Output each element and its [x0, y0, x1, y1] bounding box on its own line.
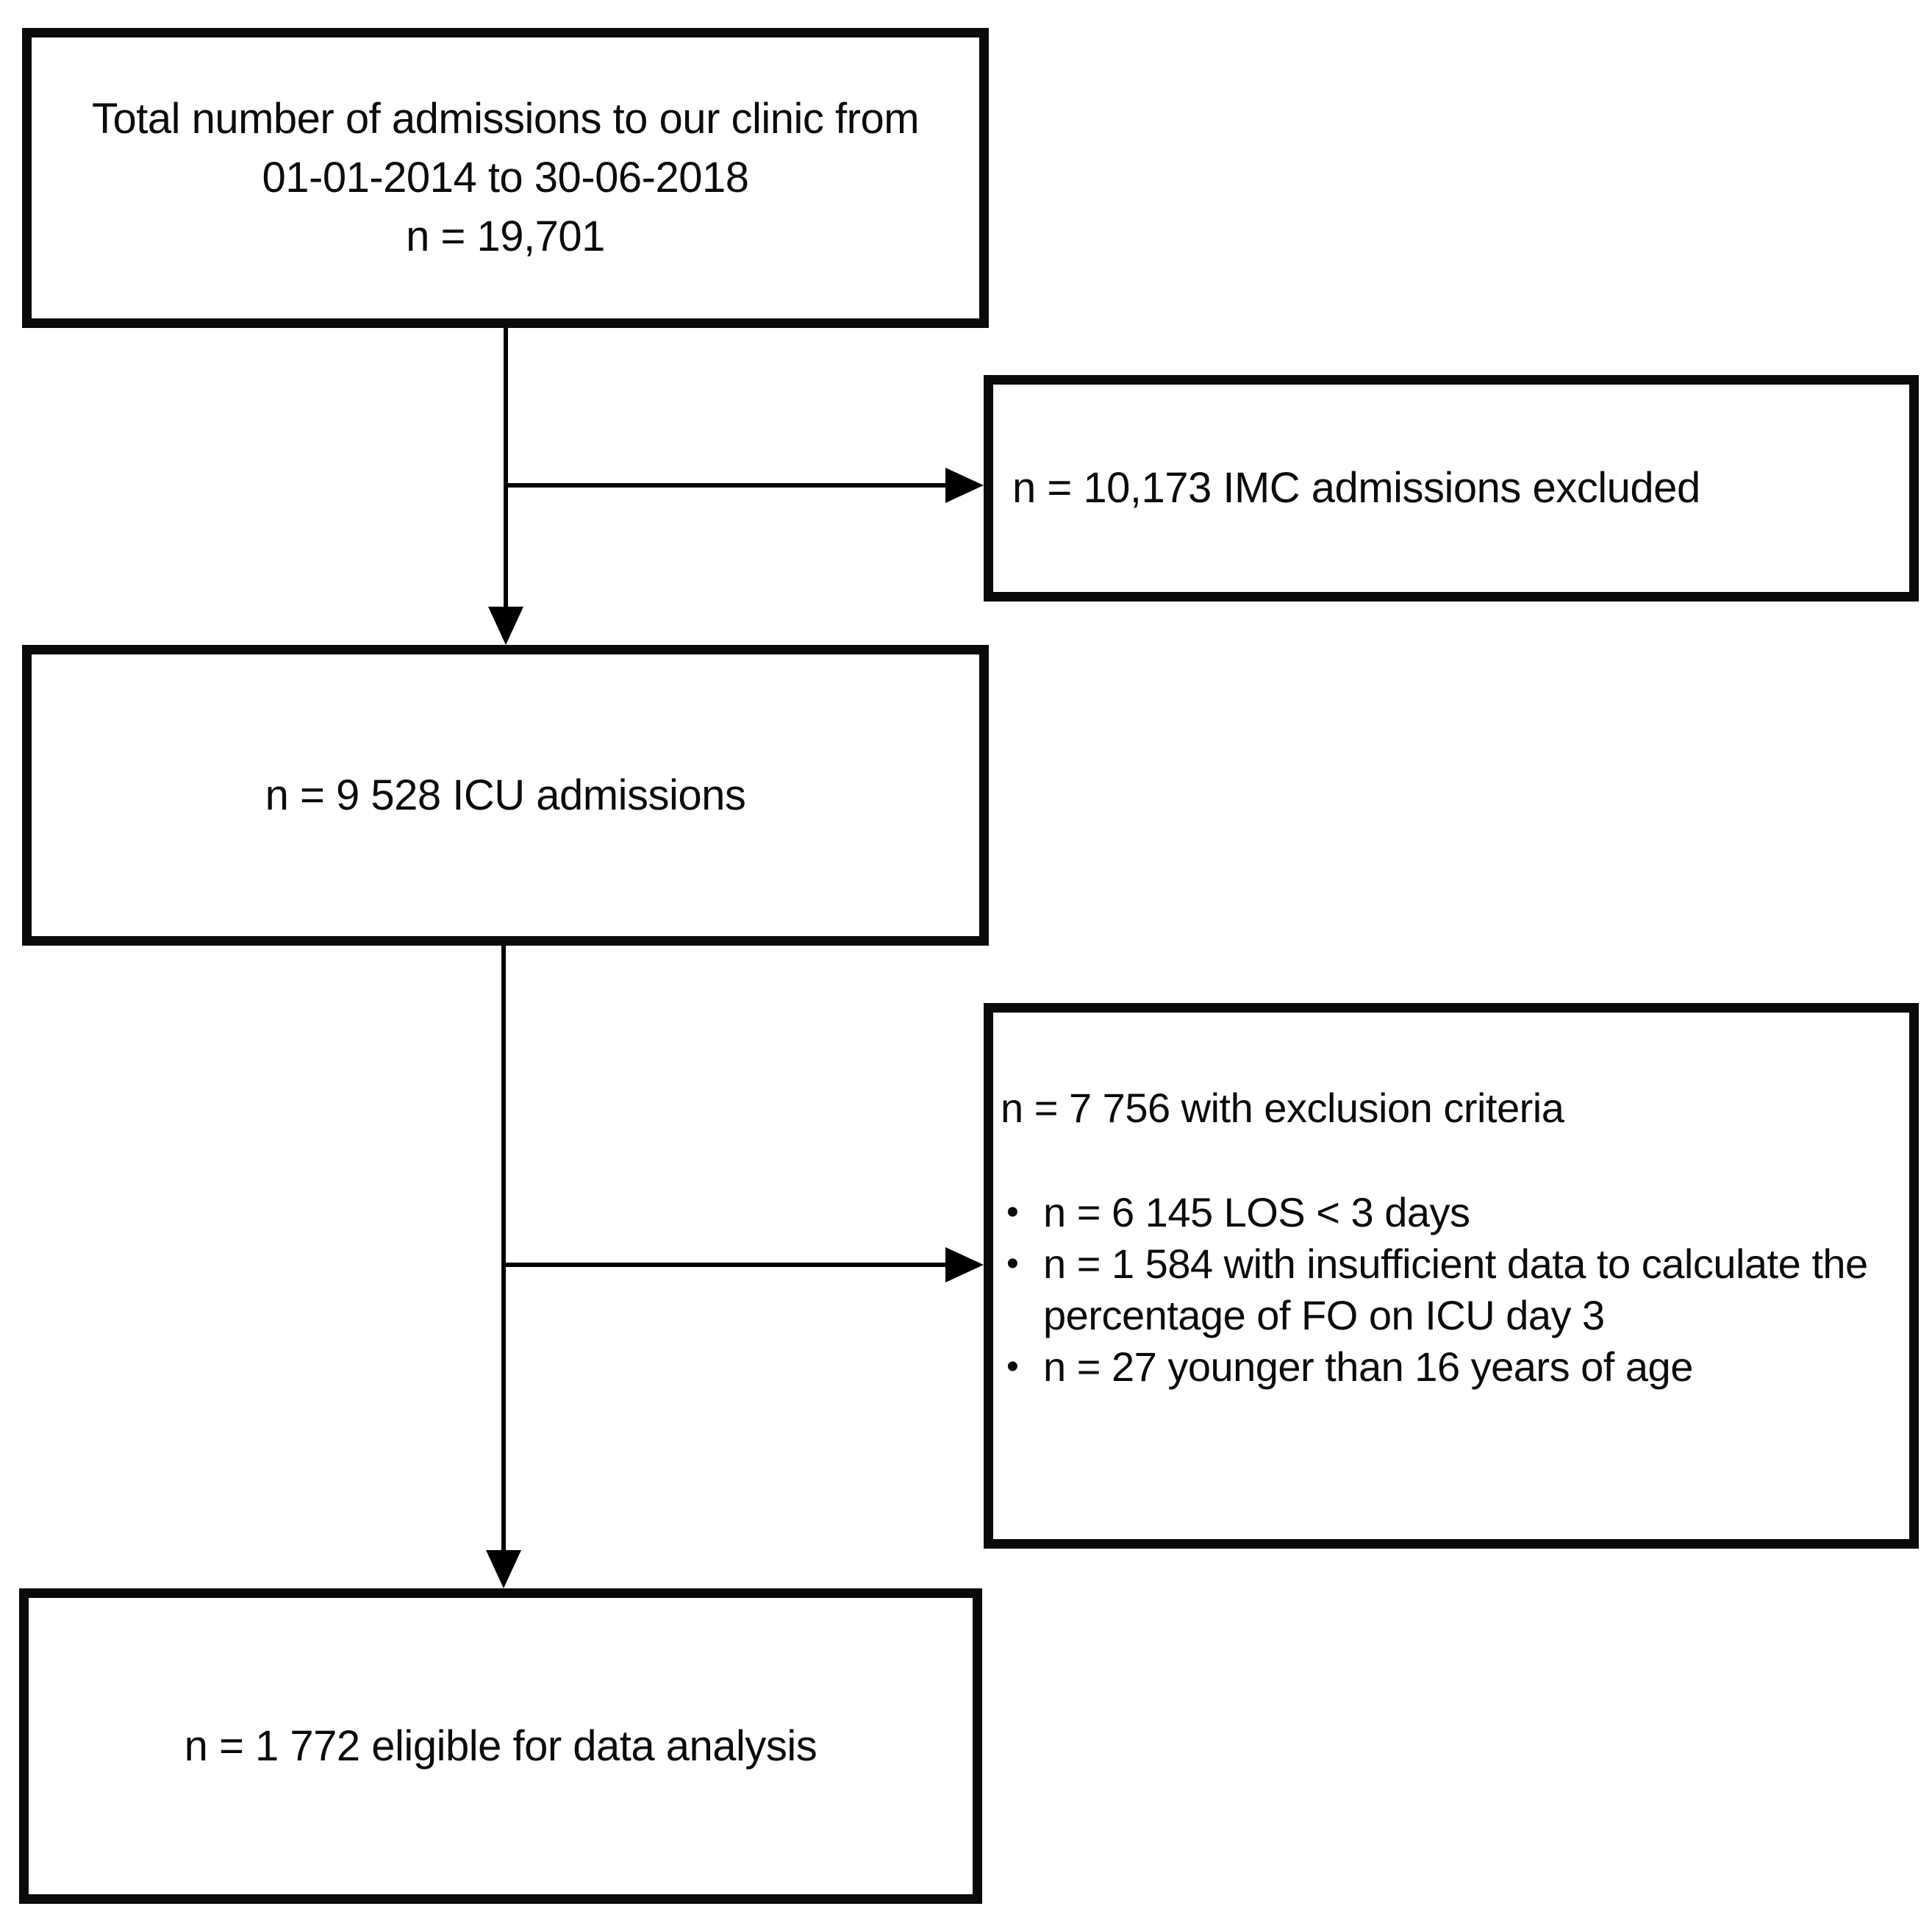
down-arrowhead-icu-icon [488, 607, 523, 645]
eligible-text: n = 1 772 eligible for data analysis [184, 1721, 817, 1770]
exclusion-item-insufficient-data-text: n = 1 584 with insufficient data to calc… [1043, 1241, 1868, 1338]
exclusion-item-los-text: n = 6 145 LOS < 3 days [1043, 1189, 1470, 1235]
box-imc-admissions-excluded: n = 10,173 IMC admissions excluded [984, 375, 1919, 602]
icu-admissions-text: n = 9 528 ICU admissions [265, 771, 746, 819]
box-eligible-for-analysis: n = 1 772 eligible for data analysis [19, 1588, 982, 1904]
connector-total-to-icu-line [504, 328, 508, 609]
total-admissions-line-3: n = 19,701 [406, 213, 605, 260]
bullet-icon: • [1006, 1244, 1019, 1283]
bullet-icon: • [1006, 1193, 1019, 1232]
exclusion-item-los: • n = 6 145 LOS < 3 days [1001, 1187, 1887, 1238]
box-total-admissions: Total number of admissions to our clinic… [22, 28, 989, 328]
exclusion-criteria-header: n = 7 756 with exclusion criteria [1001, 1085, 1564, 1131]
connector-icu-to-eligible-line [501, 945, 506, 1552]
exclusion-item-insufficient-data: • n = 1 584 with insufficient data to ca… [1001, 1238, 1887, 1341]
total-admissions-line-2: 01-01-2014 to 30-06-2018 [262, 154, 749, 201]
down-arrowhead-eligible-icon [486, 1550, 521, 1588]
exclusion-item-age: • n = 27 younger than 16 years of age [1001, 1341, 1887, 1393]
exclusion-item-age-text: n = 27 younger than 16 years of age [1043, 1343, 1693, 1390]
right-arrowhead-exclusion-icon [945, 1247, 984, 1282]
bullet-icon: • [1006, 1347, 1019, 1386]
connector-branch-exclusion-line [504, 1263, 947, 1267]
connector-branch-imc-line [506, 483, 947, 488]
box-icu-admissions: n = 9 528 ICU admissions [22, 645, 989, 946]
right-arrowhead-imc-icon [945, 468, 984, 503]
total-admissions-line-1: Total number of admissions to our clinic… [91, 95, 920, 143]
box-exclusion-criteria: n = 7 756 with exclusion criteria • n = … [984, 1003, 1919, 1549]
imc-excluded-text: n = 10,173 IMC admissions excluded [1012, 464, 1700, 512]
